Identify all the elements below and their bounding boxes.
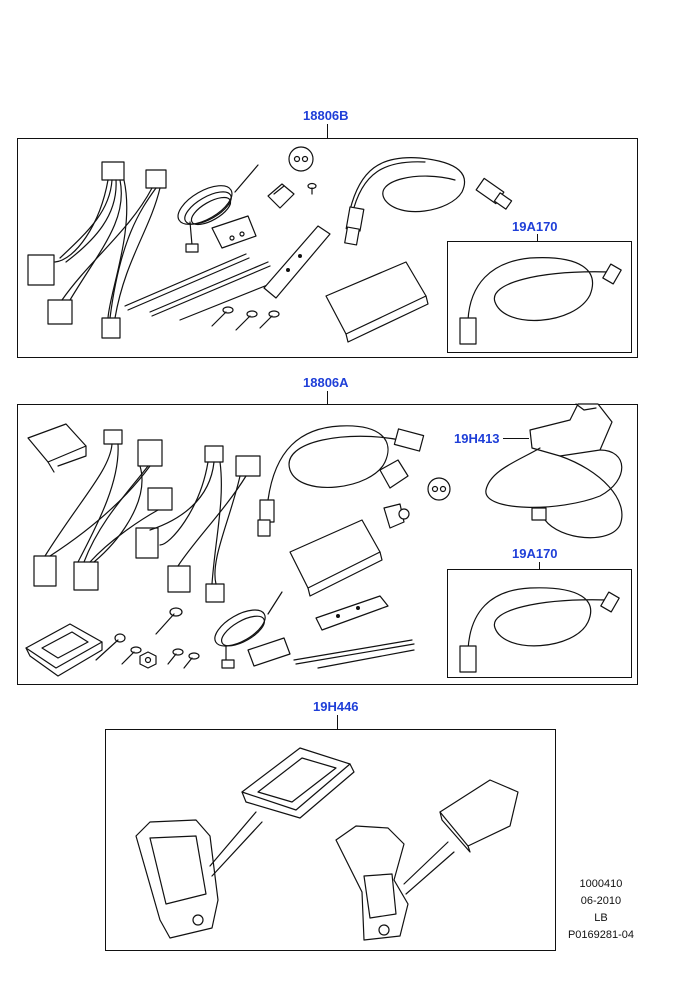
callout-19H446[interactable]: 19H446: [313, 699, 359, 714]
leader-line: [503, 438, 529, 439]
drawing-metadata: 1000410 06-2010 LB P0169281-04: [568, 876, 634, 944]
cover-plate-icon: [440, 780, 518, 852]
washer-icon: [428, 478, 450, 500]
meta-code: LB: [594, 912, 608, 924]
leader-line: [539, 562, 540, 569]
leader-line: [337, 715, 338, 729]
callout-19A170-top[interactable]: 19A170: [512, 219, 558, 234]
phone-cradle-icon: [336, 826, 454, 940]
kit-19H446-frame: [105, 729, 556, 951]
wiring-harness-icon: [136, 446, 260, 602]
connector-clip-icon: [380, 460, 408, 488]
mount-pin-icon: [384, 504, 409, 528]
cradle-lead-icon: [486, 404, 622, 538]
control-box-icon: [326, 262, 428, 342]
mounting-bracket-icon: [264, 226, 330, 298]
connector-clip-icon: [268, 184, 294, 208]
kit-19A170-frame-top: [447, 241, 632, 353]
callout-19H413[interactable]: 19H413: [454, 431, 500, 446]
usb-cable-icon: [258, 426, 424, 536]
callout-18806B[interactable]: 18806B: [303, 108, 349, 123]
callout-19A170-mid[interactable]: 19A170: [512, 546, 558, 561]
coiled-lead-module-icon: [172, 165, 258, 252]
kit-18806B-frame: [17, 138, 638, 358]
screws-icon: [212, 184, 316, 331]
mounting-bracket-icon: [316, 596, 388, 630]
meta-illustration-id: P0169281-04: [567, 929, 634, 941]
kit-19A170-frame-mid: [447, 569, 632, 678]
usb-cable-icon: [345, 158, 512, 245]
nut-icon: [140, 652, 156, 668]
leader-line: [327, 124, 328, 138]
callout-18806A[interactable]: 18806A: [303, 375, 349, 390]
washer-icon: [289, 147, 313, 171]
control-box-icon: [290, 520, 382, 596]
screws-icon: [96, 608, 199, 668]
wiring-harness-icon: [34, 430, 172, 590]
leader-line: [327, 391, 328, 404]
meta-date: 06-2010: [580, 895, 622, 907]
cradle-base-icon: [26, 624, 102, 676]
iphone-cable-icon: [460, 588, 619, 672]
coiled-lead-module-icon: [209, 592, 290, 668]
cradle-insert-icon: [242, 748, 354, 818]
kit-18806A-frame: [17, 404, 638, 685]
leader-line: [537, 234, 538, 241]
wiring-harness-icon: [28, 162, 166, 338]
cable-ties-icon: [294, 640, 414, 668]
meta-ref: 1000410: [579, 878, 623, 890]
mounting-plate-icon: [28, 424, 86, 472]
iphone-cable-icon: [460, 258, 621, 344]
phone-cradle-icon: [136, 812, 262, 938]
